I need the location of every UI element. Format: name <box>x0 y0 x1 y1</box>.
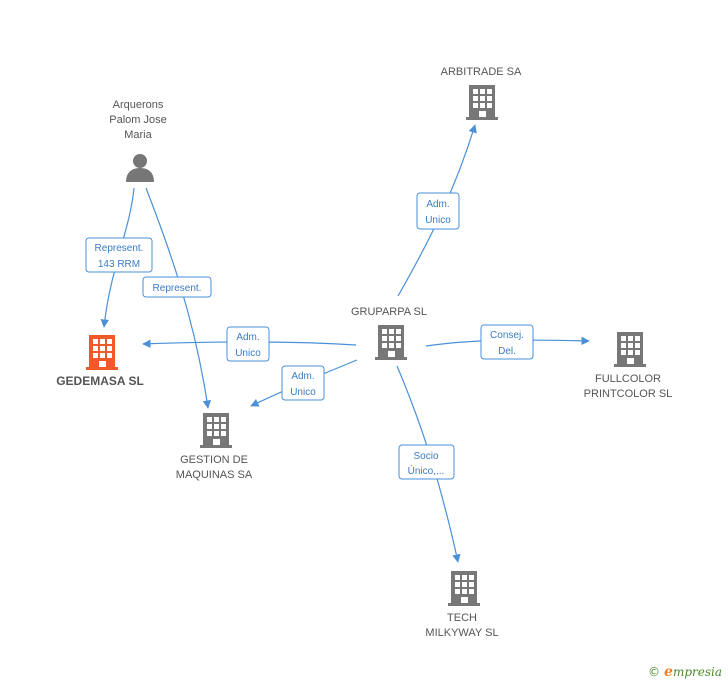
node-fullcolor[interactable]: FULLCOLOR PRINTCOLOR SL <box>584 332 673 400</box>
building-icon <box>375 325 407 360</box>
building-icon <box>614 332 646 367</box>
edge-label-line: Adm. <box>291 371 314 382</box>
node-label-line: Arquerons <box>113 99 164 111</box>
watermark: ©empresia <box>648 664 722 680</box>
edge-label-line: Unico <box>235 348 261 359</box>
node-label-line: GESTION DE <box>180 454 248 466</box>
node-arbitrade[interactable]: ARBITRADE SA <box>441 66 522 120</box>
edge-gru-tech: Socio Único,... <box>396 365 461 563</box>
person-icon <box>126 154 154 182</box>
building-icon <box>200 413 232 448</box>
edge-gru-gedemasa: Adm. Unico <box>142 326 357 362</box>
node-label-line: ARBITRADE SA <box>441 66 522 78</box>
edge-arq-gestion: Represent. <box>142 187 212 409</box>
edge-label-line: Unico <box>290 387 316 398</box>
node-label-line: Maria <box>124 129 152 141</box>
node-label-line: MAQUINAS SA <box>176 469 253 481</box>
node-label-line: FULLCOLOR <box>595 373 661 385</box>
node-label-line: Palom Jose <box>109 114 166 126</box>
building-icon <box>448 571 480 606</box>
edge-label-line: Único,... <box>408 464 445 477</box>
edge-label-line: Consej. <box>490 330 524 341</box>
node-label-line: MILKYWAY SL <box>425 627 498 639</box>
node-gedemasa[interactable]: GEDEMASA SL <box>56 335 144 388</box>
node-label-line: TECH <box>447 612 477 624</box>
brand-name: mpresia <box>672 665 722 679</box>
edge-gru-gestion: Adm. Unico <box>250 359 358 407</box>
building-icon <box>466 85 498 120</box>
node-tech[interactable]: TECH MILKYWAY SL <box>425 571 499 639</box>
copyright-symbol: © <box>648 665 661 679</box>
node-label-line: GEDEMASA SL <box>56 374 144 388</box>
edge-arq-gedemasa: Represent. 143 RRM <box>85 187 153 328</box>
edge-label-line: Unico <box>425 215 451 226</box>
edge-label-line: 143 RRM <box>98 259 140 270</box>
edge-gru-fullcolor: Consej. Del. <box>425 324 590 360</box>
edge-label-line: Socio <box>413 451 438 462</box>
node-label-line: PRINTCOLOR SL <box>584 388 673 400</box>
edge-label-line: Del. <box>498 346 516 357</box>
edge-gru-arbitrade: Adm. Unico <box>397 124 477 297</box>
node-label-line: GRUPARPA SL <box>351 306 427 318</box>
edge-label-line: Represent. <box>95 243 144 254</box>
edge-label-line: Represent. <box>153 283 202 294</box>
node-gestion[interactable]: GESTION DE MAQUINAS SA <box>176 413 253 481</box>
brand-initial: e <box>664 664 673 680</box>
node-gruparpa[interactable]: GRUPARPA SL <box>351 306 427 360</box>
edge-label-line: Adm. <box>236 332 259 343</box>
building-icon-highlight <box>86 335 118 370</box>
node-arquerons[interactable]: Arquerons Palom Jose Maria <box>109 99 167 182</box>
edge-label-line: Adm. <box>426 199 449 210</box>
